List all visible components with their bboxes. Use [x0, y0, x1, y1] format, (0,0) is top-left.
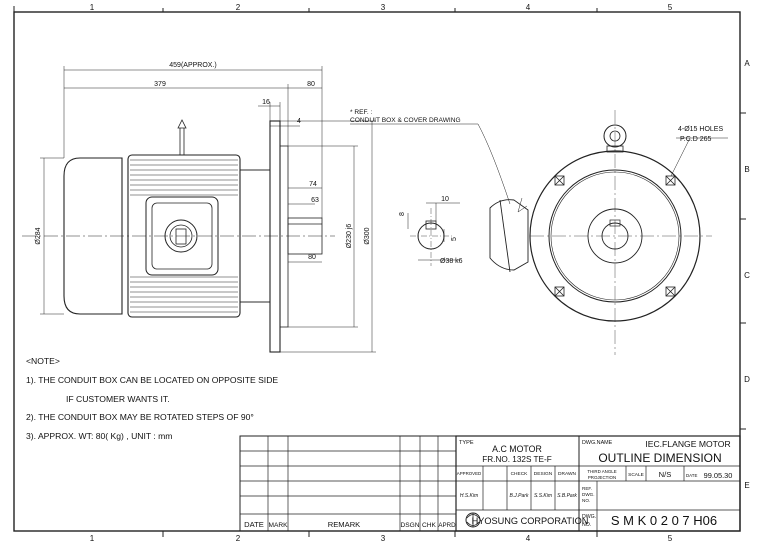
signature-check: B.J.Park [510, 493, 529, 499]
motor-side-view [22, 119, 335, 353]
dim-74: 74 [309, 181, 317, 188]
rev-col-mark: MARK [268, 522, 288, 529]
rev-col-chk: CHK [422, 522, 437, 529]
col-label-3: 3 [381, 3, 386, 12]
company-name: HYOSUNG CORPORATION [472, 516, 589, 526]
drawn-label: DRAWN [558, 471, 576, 477]
holes-label: 4-Ø15 HOLES [678, 126, 723, 133]
col-label-bottom-1: 1 [90, 534, 95, 543]
flange-front-view [529, 110, 728, 355]
rev-col-date: DATE [244, 520, 264, 529]
col-label-bottom-3: 3 [381, 534, 386, 543]
check-label: CHECK [511, 471, 529, 477]
dim-flange-offset: 16 [262, 99, 270, 106]
col-label-5: 5 [668, 3, 673, 12]
notes-block: <NOTE> 1). THE CONDUIT BOX CAN BE LOCATE… [26, 352, 278, 446]
title-block [455, 435, 741, 532]
rev-col-aprd: APRD [438, 522, 456, 529]
col-label-bottom-4: 4 [526, 534, 531, 543]
projection-line1: THIRD ANGLE [587, 469, 616, 474]
notes-heading: <NOTE> [26, 356, 60, 366]
dim-63: 63 [311, 197, 319, 204]
dim-spigot-diameter: Ø230 j6 [346, 224, 353, 249]
note-1: 1). THE CONDUIT BOX CAN BE LOCATED ON OP… [26, 374, 279, 385]
signature-design: S.S.Kim [534, 493, 552, 499]
ref-dwg-line3: NO. [582, 498, 590, 503]
dim-key-width: 10 [441, 196, 449, 203]
pcd-label: P.C.D 265 [680, 136, 711, 143]
drawing-number: S M K 0 2 0 7 H06 [611, 513, 717, 528]
ref-note-line2: CONDUIT BOX & COVER DRAWING [350, 117, 461, 124]
dim-key-depth: 5 [451, 237, 458, 241]
ref-dwg-line2: DWG. [582, 492, 595, 497]
projection-line2: PROJECTION [588, 475, 616, 480]
dim-body-diameter: Ø284 [35, 227, 42, 244]
dim-shaft-diameter: Ø38 k6 [440, 258, 463, 265]
scale-value: N/S [659, 470, 672, 479]
dim-body-length: 379 [154, 81, 166, 88]
row-label-a: A [744, 59, 750, 68]
type-label: TYPE [459, 440, 474, 446]
conduit-box-view [350, 123, 529, 273]
col-label-1: 1 [90, 3, 95, 12]
row-label-e: E [744, 481, 749, 490]
note-1-continued: IF CUSTOMER WANTS IT. [66, 393, 170, 404]
row-label-d: D [744, 375, 750, 384]
type-value: A.C MOTOR [492, 444, 542, 454]
dim-flange-diameter: Ø300 [364, 227, 371, 244]
revision-table [239, 435, 457, 532]
col-label-2: 2 [236, 3, 241, 12]
signature-approved: H.S.Kim [460, 493, 478, 499]
col-label-bottom-5: 5 [668, 534, 673, 543]
frame-number: FR.NO. 132S TE-F [482, 455, 551, 464]
dwg-name-line2: OUTLINE DIMENSION [598, 451, 721, 465]
note-3: 3). APPROX. WT: 80( Kg) , UNIT : mm [26, 431, 173, 442]
date-label: DATE [686, 473, 697, 478]
ref-note-line1: * REF. : [350, 109, 373, 116]
row-label-b: B [744, 165, 749, 174]
side-view-dimensions [40, 66, 376, 353]
dim-shaft-length: 80 [307, 81, 315, 88]
dwg-name-label: DWG.NAME [582, 440, 613, 446]
row-label-c: C [744, 271, 750, 280]
rev-col-dsgn: DSGN [400, 522, 419, 529]
ref-dwg-line1: REF. [582, 486, 592, 491]
shaft-section-view [407, 202, 460, 266]
dwg-no-label-line1: DWG. [582, 514, 596, 520]
dwg-no-label-line2: NO. [582, 522, 591, 528]
rev-col-remark: REMARK [328, 520, 361, 529]
design-label: DESIGN [534, 471, 553, 477]
dim-flange-thickness: 4 [297, 118, 301, 125]
scale-label: SCALE [628, 472, 644, 478]
dim-key-height: 8 [399, 212, 406, 216]
dim-overall-length: 459(APPROX.) [169, 62, 216, 69]
note-2: 2). THE CONDUIT BOX MAY BE ROTATED STEPS… [26, 412, 254, 423]
col-label-4: 4 [526, 3, 531, 12]
approved-label: APPROVED [457, 471, 481, 476]
dwg-name-line1: IEC.FLANGE MOTOR [645, 439, 730, 449]
date-value: 99.05.30 [704, 471, 733, 480]
cooling-fins [130, 159, 238, 313]
signature-drawn: S.B.Park [557, 493, 577, 499]
col-label-bottom-2: 2 [236, 534, 241, 543]
dim-80: 80 [308, 254, 316, 261]
